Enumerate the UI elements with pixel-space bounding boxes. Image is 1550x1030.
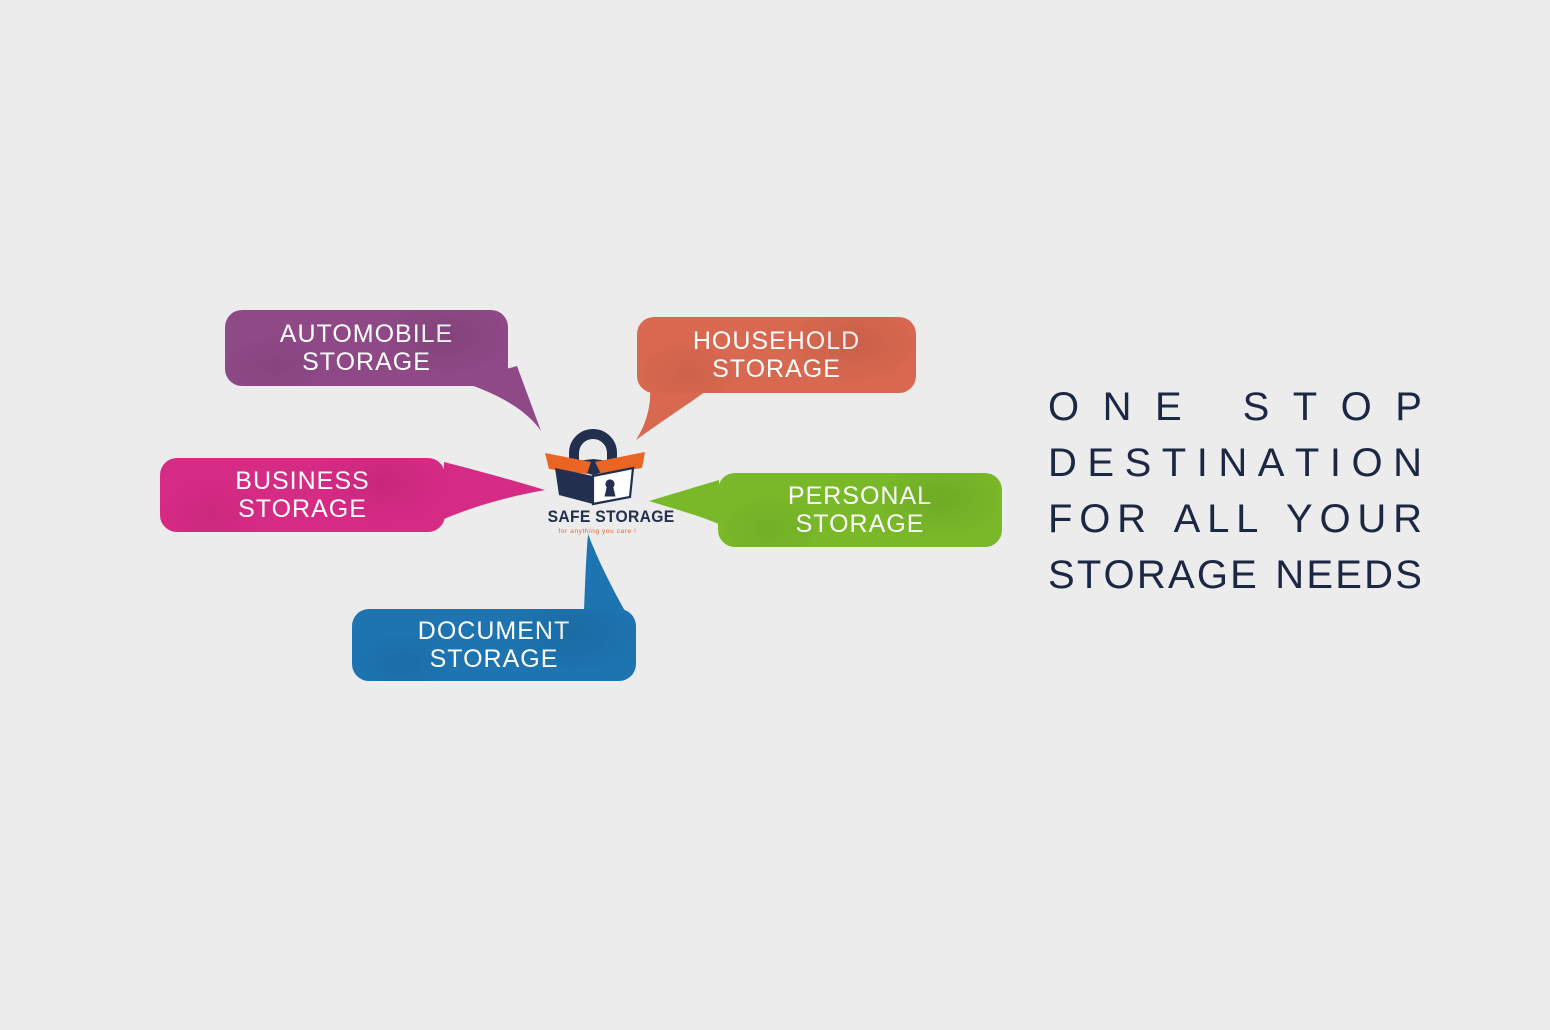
bubble-label-line1: DOCUMENT: [417, 616, 571, 645]
logo-wordmark: SAFE STORAGE: [547, 508, 675, 526]
bubble-household-storage: HOUSEHOLD STORAGE: [637, 317, 916, 393]
bubble-personal-storage: PERSONAL STORAGE: [718, 473, 1002, 547]
keyhole-icon-stem: [604, 486, 616, 497]
bubble-business-storage: BUSINESS STORAGE: [160, 458, 445, 532]
household-bubble-tail: [636, 388, 709, 440]
bubble-label-line1: AUTOMOBILE: [279, 319, 454, 348]
bubble-label-line2: STORAGE: [238, 495, 367, 523]
box-left-face: [555, 468, 593, 504]
bubble-label-line2: STORAGE: [795, 510, 925, 538]
bubble-label-line2: STORAGE: [712, 355, 841, 383]
bubble-label-line1: BUSINESS: [235, 466, 370, 495]
bubble-label-line2: STORAGE: [429, 645, 559, 673]
business-bubble-tail: [444, 462, 545, 519]
bubble-automobile-storage: AUTOMOBILE STORAGE: [225, 310, 508, 386]
personal-bubble-tail: [649, 480, 719, 524]
safe-storage-logo: SAFE STORAGE for anything you care !: [545, 422, 675, 535]
bubble-label-line2: STORAGE: [302, 348, 431, 376]
logo-tagline: for anything you care !: [558, 528, 637, 535]
bubble-document-storage: DOCUMENT STORAGE: [352, 609, 636, 681]
bubble-label-line1: HOUSEHOLD: [692, 326, 861, 355]
bubble-label-line1: PERSONAL: [787, 481, 933, 510]
padlock-shackle: [569, 429, 617, 468]
document-bubble-tail: [584, 534, 625, 611]
padlock-open-box-icon: [545, 429, 645, 506]
